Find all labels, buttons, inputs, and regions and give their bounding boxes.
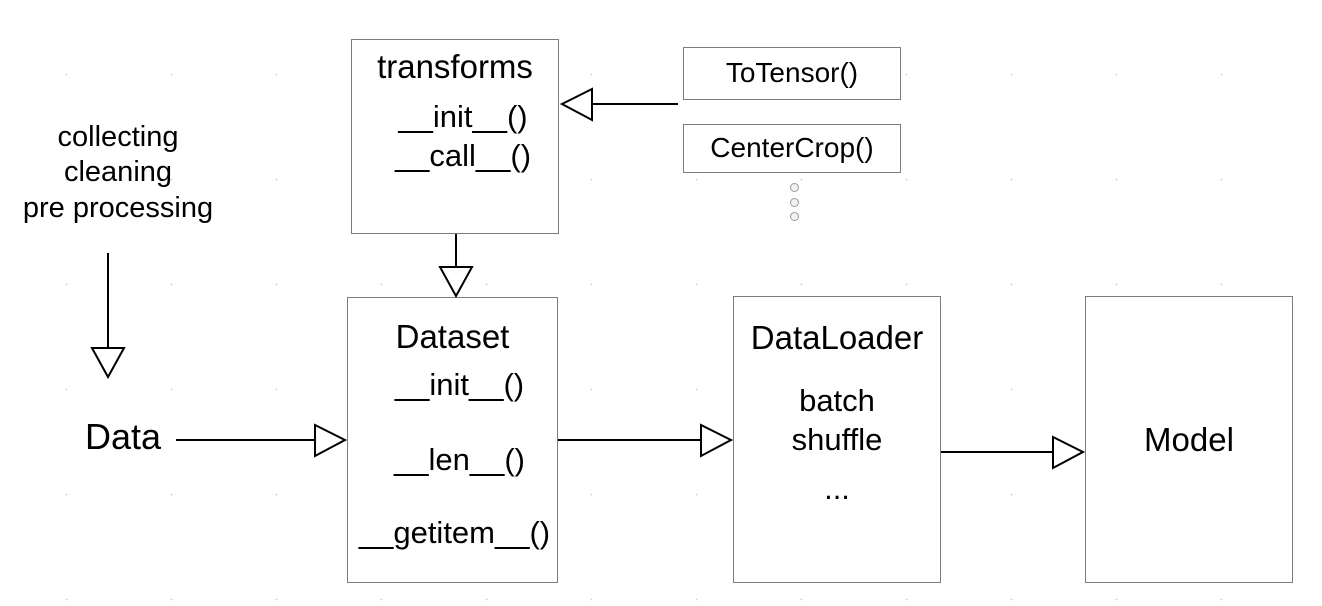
transforms-box [351,39,559,234]
centercrop-box [683,124,901,173]
centercrop-label: CenterCrop() [710,132,874,163]
dataset-method-getitem: __getitem__() [358,515,551,550]
dataloader-option-shuffle: shuffle [791,422,883,457]
ellipsis-dot-icon [789,212,799,221]
transform-more-dots [787,183,801,221]
data-label: Data [84,416,162,457]
preprocessing-line-3: pre processing [22,191,214,224]
dataset-box [347,297,558,583]
transform-items-to-transforms-arrow [559,87,678,122]
preprocessing-line-1: collecting [57,121,179,153]
dataloader-option-ellipsis: ... [824,471,850,506]
dataset-title: Dataset [395,318,510,355]
dataset-to-dataloader-arrow [558,423,734,458]
model-title: Model [1144,421,1234,458]
transforms-title: transforms [377,48,533,85]
preprocess-arrow [90,253,126,380]
data-to-dataset-arrow [176,423,348,458]
dataloader-to-model-arrow [941,435,1086,470]
totensor-label: ToTensor() [725,57,859,88]
totensor-box [683,47,901,100]
model-box [1085,296,1293,583]
transforms-to-dataset-arrow [438,234,474,299]
transforms-method-init: __init__() [398,99,528,134]
ellipsis-dot-icon [789,183,799,192]
ellipsis-dot-icon [789,197,799,207]
dataloader-box [733,296,941,583]
dataset-method-init: __init__() [394,367,525,402]
dataset-method-len: __len__() [394,442,525,477]
transforms-method-call: __call__() [394,138,532,173]
dataloader-option-batch: batch [799,383,875,418]
preprocessing-label: collecting cleaning pre processing [0,120,248,226]
preprocessing-line-2: cleaning [63,156,173,189]
dataloader-title: DataLoader [750,319,924,356]
